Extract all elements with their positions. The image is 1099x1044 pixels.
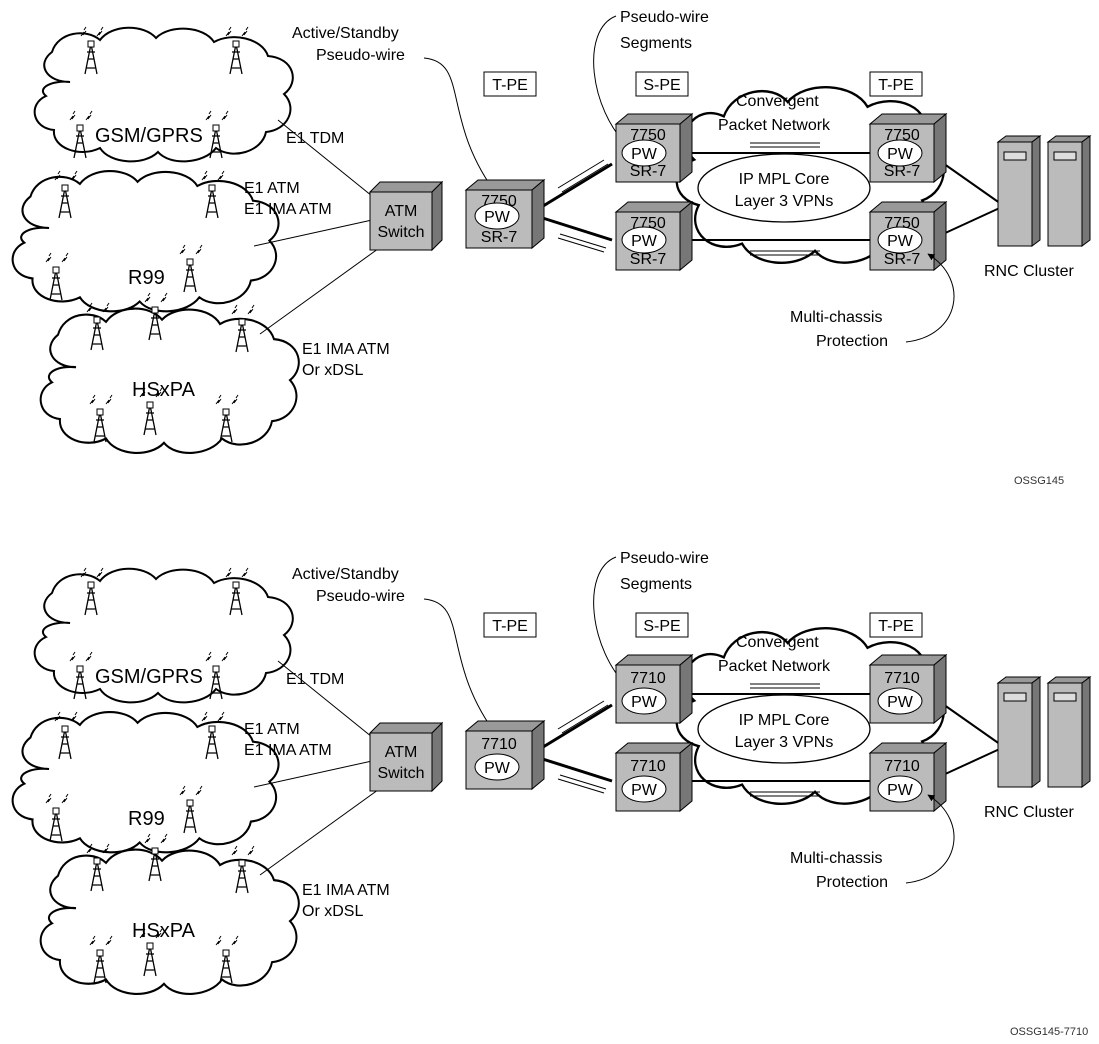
e1-atm-label: E1 ATM: [244, 180, 300, 197]
ipmpl-label: IP MPL Core: [739, 712, 830, 729]
r99-label: R99: [128, 267, 165, 289]
svg-text:7750: 7750: [630, 127, 666, 144]
svg-text:Segments: Segments: [620, 576, 692, 593]
svg-text:7750: 7750: [884, 127, 920, 144]
active-standby-label: Active/Standby: [292, 25, 399, 42]
svg-text:PW: PW: [887, 233, 914, 250]
panel-bottom: GSM/GPRS R99 HSxPA E1 TDM E1 ATM E1 IMA …: [11, 550, 1092, 1038]
svg-text:7710: 7710: [884, 758, 920, 775]
router-tpe-right-top: 7710 PW: [868, 653, 948, 725]
convergent-label: Convergent: [736, 93, 819, 110]
r99-label: R99: [128, 808, 165, 830]
tpe-label-right: T-PE: [878, 77, 914, 94]
e1-atm-label: E1 ATM: [244, 721, 300, 738]
router-tpe-right-bottom: 7750 SR-7 PW: [868, 200, 948, 272]
e1-tdm-label: E1 TDM: [286, 130, 344, 147]
svg-text:Switch: Switch: [377, 224, 424, 241]
panel-top: GSM/GPRS R99 HSxPA E1 TDM E1 ATM E1 IMA …: [11, 9, 1092, 487]
svg-text:PW: PW: [484, 760, 511, 777]
rnc-cluster-label: RNC Cluster: [984, 263, 1074, 280]
atm-switch: ATM Switch: [368, 180, 444, 252]
router-tpe-left: 7750 SR-7 PW: [464, 178, 546, 250]
svg-text:Packet Network: Packet Network: [718, 117, 831, 134]
spe-label: S-PE: [643, 618, 680, 635]
router-spe-top: 7710 PW: [614, 653, 694, 725]
multi-chassis-label: Multi-chassis: [790, 309, 882, 326]
svg-text:PW: PW: [631, 694, 658, 711]
svg-text:PW: PW: [484, 209, 511, 226]
pw-segments-label: Pseudo-wire: [620, 9, 709, 26]
tpe-label-left: T-PE: [492, 77, 528, 94]
or-xdsl-label: Or xDSL: [302, 362, 363, 379]
svg-text:7710: 7710: [630, 758, 666, 775]
e1-ima-atm-label: E1 IMA ATM: [244, 742, 332, 759]
router-spe-top: 7750 SR-7 PW: [614, 112, 694, 184]
e1-tdm-label: E1 TDM: [286, 671, 344, 688]
svg-text:7710: 7710: [884, 670, 920, 687]
svg-text:PW: PW: [631, 782, 658, 799]
svg-text:PW: PW: [887, 782, 914, 799]
or-xdsl-label: Or xDSL: [302, 903, 363, 920]
spe-label: S-PE: [643, 77, 680, 94]
svg-text:PW: PW: [631, 146, 658, 163]
figure-id: OSSG145-7710: [1010, 1026, 1088, 1038]
svg-text:SR-7: SR-7: [630, 163, 667, 180]
svg-text:Packet Network: Packet Network: [718, 658, 831, 675]
rnc-cluster-icon: [996, 676, 1092, 788]
svg-text:Pseudo-wire: Pseudo-wire: [316, 47, 405, 64]
e1-ima-atm-label: E1 IMA ATM: [244, 201, 332, 218]
convergent-label: Convergent: [736, 634, 819, 651]
e1-ima-atm-label-2: E1 IMA ATM: [302, 341, 390, 358]
hsxpa-label: HSxPA: [132, 920, 196, 942]
tpe-label-left: T-PE: [492, 618, 528, 635]
svg-text:7710: 7710: [630, 670, 666, 687]
svg-text:SR-7: SR-7: [630, 251, 667, 268]
svg-text:Protection: Protection: [816, 333, 888, 350]
svg-text:SR-7: SR-7: [884, 251, 921, 268]
router-spe-bottom: 7750 SR-7 PW: [614, 200, 694, 272]
svg-text:PW: PW: [887, 146, 914, 163]
gsm-label: GSM/GPRS: [95, 125, 203, 147]
atm-switch: ATM Switch: [368, 721, 444, 793]
rnc-cluster-icon: [996, 135, 1092, 247]
ipmpl-label: IP MPL Core: [739, 171, 830, 188]
router-tpe-right-bottom: 7710 PW: [868, 741, 948, 813]
svg-text:ATM: ATM: [385, 744, 418, 761]
svg-text:Switch: Switch: [377, 765, 424, 782]
figure-id: OSSG145: [1014, 475, 1064, 487]
svg-text:Layer 3 VPNs: Layer 3 VPNs: [735, 193, 834, 210]
svg-text:PW: PW: [887, 694, 914, 711]
e1-ima-atm-label-2: E1 IMA ATM: [302, 882, 390, 899]
svg-text:Pseudo-wire: Pseudo-wire: [316, 588, 405, 605]
gsm-label: GSM/GPRS: [95, 666, 203, 688]
svg-text:Segments: Segments: [620, 35, 692, 52]
router-spe-bottom: 7710 PW: [614, 741, 694, 813]
tpe-label-right: T-PE: [878, 618, 914, 635]
svg-text:Layer 3 VPNs: Layer 3 VPNs: [735, 734, 834, 751]
svg-text:ATM: ATM: [385, 203, 418, 220]
multi-chassis-label: Multi-chassis: [790, 850, 882, 867]
svg-text:SR-7: SR-7: [481, 229, 518, 246]
svg-text:SR-7: SR-7: [884, 163, 921, 180]
svg-text:PW: PW: [631, 233, 658, 250]
pw-segments-label: Pseudo-wire: [620, 550, 709, 567]
hsxpa-label: HSxPA: [132, 379, 196, 401]
router-tpe-right-top: 7750 SR-7 PW: [868, 112, 948, 184]
svg-text:Protection: Protection: [816, 874, 888, 891]
svg-text:7710: 7710: [481, 736, 517, 753]
router-tpe-left: 7710 PW: [464, 719, 546, 791]
rnc-cluster-label: RNC Cluster: [984, 804, 1074, 821]
active-standby-label: Active/Standby: [292, 566, 399, 583]
